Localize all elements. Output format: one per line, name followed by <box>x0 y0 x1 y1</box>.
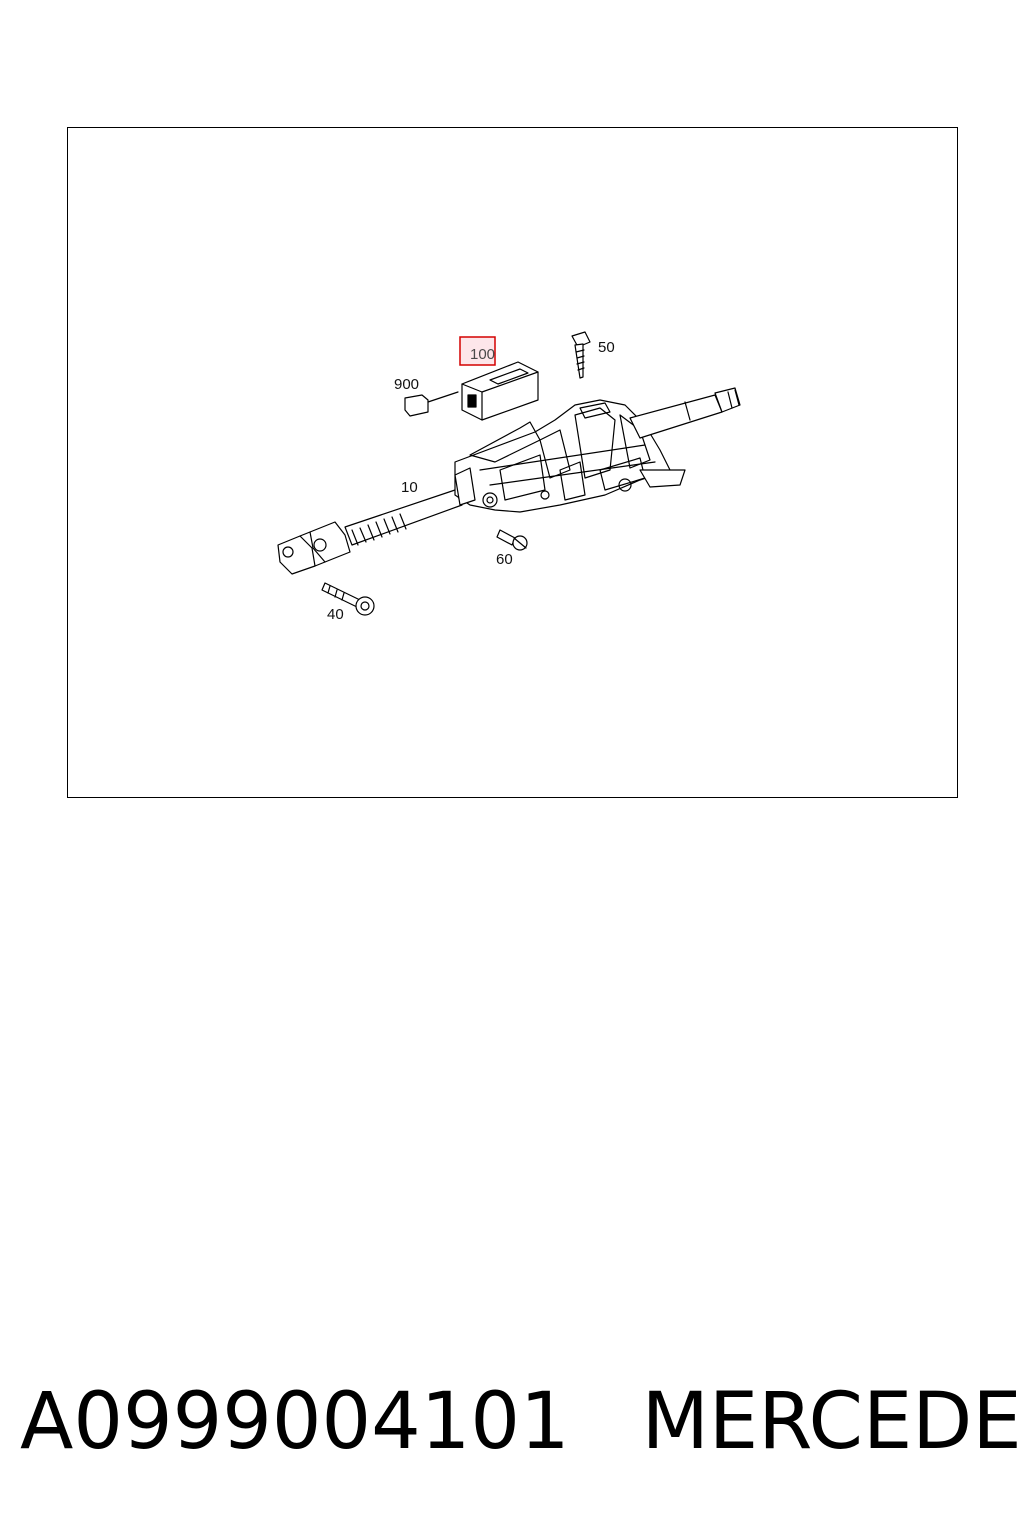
steering-lock-module <box>461 361 539 421</box>
part-footer: A0999004101 MERCEDES <box>20 1372 1024 1472</box>
connector-900 <box>404 391 459 417</box>
brand-name: MERCEDES <box>641 1377 1024 1467</box>
callout-100[interactable]: 100 <box>470 346 495 363</box>
callout-40[interactable]: 40 <box>327 606 344 623</box>
callout-10[interactable]: 10 <box>401 479 418 496</box>
universal-joint <box>277 521 351 575</box>
bolt-40 <box>321 582 375 616</box>
bolt-50 <box>571 331 591 379</box>
intermediate-shaft <box>344 489 463 546</box>
callout-50[interactable]: 50 <box>598 339 615 356</box>
column-housing <box>454 399 686 513</box>
callout-900[interactable]: 900 <box>394 376 419 393</box>
callout-60[interactable]: 60 <box>496 551 513 568</box>
upper-column-tube <box>629 387 741 439</box>
part-number: A0999004101 <box>20 1377 570 1467</box>
callout-100-highlight <box>459 336 496 366</box>
bolt-60 <box>496 529 528 551</box>
